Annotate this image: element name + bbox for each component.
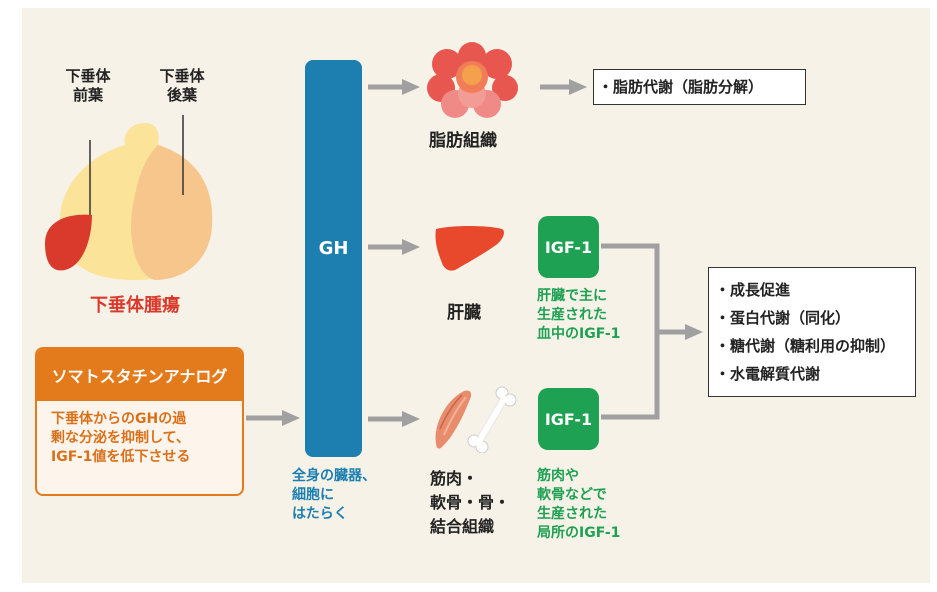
muscle-bone-icon <box>435 386 517 453</box>
liver-icon <box>435 226 504 271</box>
fat-tissue-icon <box>427 42 518 118</box>
tumor-shape <box>45 214 92 271</box>
fat-tissue-label: 脂肪組織 <box>429 131 497 151</box>
igf1-local-box: IGF-1 <box>538 388 599 450</box>
anterior-pituitary-label: 下垂体前葉 <box>65 67 111 104</box>
bone-shape <box>467 386 517 453</box>
somatostatin-analog-title: ソマトスタチンアナログ <box>37 349 242 401</box>
somatostatin-analog-box: ソマトスタチンアナログ 下垂体からのGHの過 剰な分泌を抑制して、 IGF-1値… <box>35 347 244 496</box>
gh-to-liver-arrow <box>368 239 420 255</box>
fat-effect-box: ・脂肪代謝（脂肪分解） <box>593 69 806 105</box>
muscle-bone-label: 筋肉・軟骨・骨・結合組織 <box>430 469 511 536</box>
igf-merge-connector <box>601 243 703 420</box>
fat-to-effect-arrow <box>540 79 587 95</box>
posterior-pituitary-label: 下垂体後葉 <box>159 67 205 104</box>
somatostatin-to-gh-arrow <box>246 410 300 426</box>
gh-bar: GH <box>305 60 362 457</box>
effect-item: ・成長促進 <box>715 281 791 299</box>
liver-label: 肝臓 <box>447 303 481 323</box>
pituitary-gland-illustration <box>45 115 213 280</box>
muscle-shape <box>435 390 472 449</box>
gh-to-fat-arrow <box>368 79 420 95</box>
igf1-liver-note: 肝臓で主に生産された血中のIGF-1 <box>537 288 621 342</box>
gh-to-muscle-arrow <box>368 411 420 427</box>
gh-label: GH <box>318 238 349 259</box>
somatostatin-analog-description: 下垂体からのGHの過 剰な分泌を抑制して、 IGF-1値を低下させる <box>51 411 191 465</box>
gh-note: 全身の臓器、細胞にはたらく <box>292 468 376 522</box>
pituitary-tumor-label: 下垂体腫瘍 <box>90 295 180 316</box>
effect-item: ・糖代謝（糖利用の抑制） <box>715 337 896 355</box>
igf-effects-box: ・成長促進 ・蛋白代謝（同化） ・糖代謝（糖利用の抑制） ・水電解質代謝 <box>708 267 916 397</box>
igf1-local-note: 筋肉や軟骨などで生産された局所のIGF-1 <box>537 468 621 541</box>
igf1-liver-box: IGF-1 <box>538 216 599 278</box>
effect-item: ・蛋白代謝（同化） <box>715 309 851 327</box>
effect-item: ・水電解質代謝 <box>715 365 821 383</box>
